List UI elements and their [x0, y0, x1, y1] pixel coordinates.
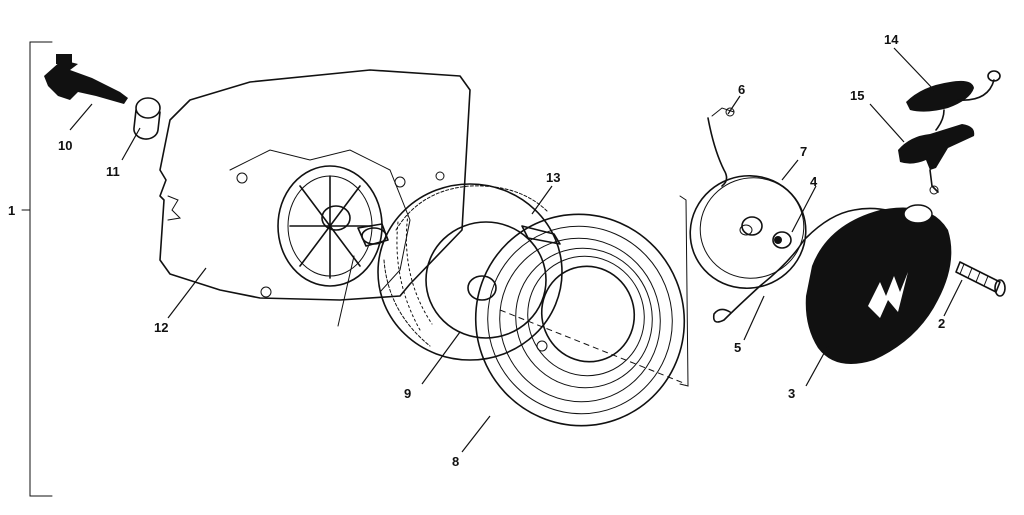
part-15-handle-base — [898, 124, 975, 195]
part-8-rope-pulley — [474, 213, 686, 427]
callout-1: 1 — [8, 203, 15, 218]
part-4-pin — [772, 231, 792, 249]
callout-6: 6 — [738, 82, 745, 97]
callout-4: 4 — [810, 174, 818, 189]
callout-10: 10 — [58, 138, 72, 153]
part-14-handle-top — [906, 70, 1001, 131]
part-6-rope-end — [707, 107, 735, 187]
callout-labels: 1 2 3 4 5 6 7 8 9 10 11 12 13 14 15 — [8, 32, 945, 469]
callout-5: 5 — [734, 340, 741, 355]
assembly-bracket — [21, 41, 53, 497]
callout-3: 3 — [788, 386, 795, 401]
part-5-rope — [712, 207, 895, 323]
part-10-pawl — [44, 54, 128, 104]
callout-8: 8 — [452, 454, 459, 469]
callout-9: 9 — [404, 386, 411, 401]
part-11-bushing — [133, 97, 161, 140]
part-7-pulley-plate — [689, 174, 807, 290]
callout-12: 12 — [154, 320, 168, 335]
part-12-housing — [159, 69, 471, 301]
callout-2: 2 — [938, 316, 945, 331]
callout-11: 11 — [106, 164, 120, 179]
callout-13: 13 — [546, 170, 560, 185]
leader-lines — [69, 47, 963, 453]
callout-7: 7 — [800, 144, 807, 159]
part-2-screw — [955, 261, 1006, 297]
callout-15: 15 — [850, 88, 864, 103]
centerline — [499, 309, 687, 385]
part-13-spring-pulley — [377, 183, 563, 361]
cover-outline-bracket — [679, 195, 689, 387]
callout-14: 14 — [884, 32, 899, 47]
part-3-cover — [805, 204, 952, 364]
